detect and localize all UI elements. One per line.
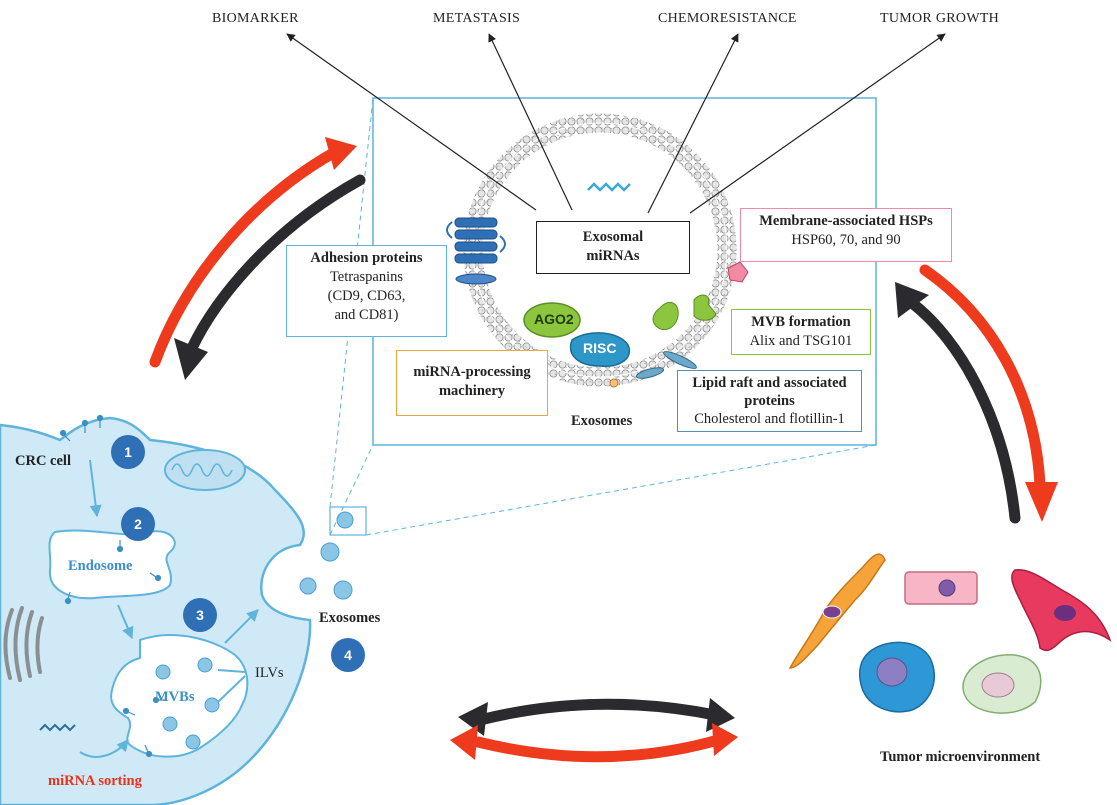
tumor-microenvironment-label: Tumor microenvironment <box>880 749 1041 765</box>
step-badge-3: 3 <box>183 598 217 632</box>
epithelial-cell-icon <box>904 571 978 605</box>
exosomal-mirnas-box: Exosomal miRNAs <box>536 221 690 274</box>
macrophage-icon <box>962 654 1042 714</box>
outcome-tumor-growth: TUMOR GROWTH <box>880 11 1000 26</box>
hsp-box: Membrane-associated HSPs HSP60, 70, and … <box>740 208 952 262</box>
ilvs-label: ILVs <box>255 665 284 681</box>
mitochondrion-icon <box>164 449 246 491</box>
caf-cell-icon <box>1011 569 1112 652</box>
step-badge-1: 1 <box>111 435 145 469</box>
mvb-formation-box: MVB formation Alix and TSG101 <box>731 309 871 355</box>
mvbs-label: MVBs <box>155 689 195 705</box>
adhesion-line2: (CD9, CD63, <box>327 287 406 304</box>
step-badge-2: 2 <box>121 507 155 541</box>
endosome-label: Endosome <box>68 558 133 574</box>
adhesion-line3: and CD81) <box>334 306 399 323</box>
lipid-title-line1: Lipid raft and associated <box>692 375 847 391</box>
alix-tsg101-icon <box>652 294 717 331</box>
mvb <box>110 634 249 758</box>
lipid-title-line2: proteins <box>744 393 795 410</box>
fibroblast-icon <box>788 553 886 669</box>
crc-cell-label: CRC cell <box>15 453 71 469</box>
mirna-processing-box: miRNA-processing machinery <box>396 350 548 416</box>
golgi-icon <box>3 606 44 682</box>
adhesion-proteins-box: Adhesion proteins Tetraspanins (CD9, CD6… <box>286 245 447 337</box>
zoom-lines <box>329 97 877 536</box>
immune-cell-blue-icon <box>859 641 935 713</box>
lipid-raft-box: Lipid raft and associated proteins Chole… <box>677 370 862 432</box>
pathway-arrows <box>79 459 259 758</box>
exosomal-mirnas-line1: Exosomal <box>582 229 644 245</box>
hsp-icon <box>727 261 749 283</box>
adhesion-title: Adhesion proteins <box>310 250 423 266</box>
exosomes-caption: Exosomes <box>571 413 633 429</box>
released-exosomes-label: Exosomes <box>319 610 381 626</box>
mirna-sorting-label: miRNA sorting <box>48 773 142 789</box>
risc-complex-icon <box>569 332 631 367</box>
membrane-receptors <box>59 414 165 758</box>
hsp-title: Membrane-associated HSPs <box>759 213 933 229</box>
step-badge-4: 4 <box>331 638 365 672</box>
hsp-line1: HSP60, 70, and 90 <box>791 231 901 248</box>
lipid-raft-icon <box>609 351 697 388</box>
tetraspanin-icon <box>446 217 506 285</box>
risc-label: RISC <box>583 340 617 356</box>
outcome-arrows <box>286 33 946 214</box>
processing-line1: miRNA-processing <box>413 364 531 380</box>
ilv-vesicles <box>155 657 220 750</box>
mirna-strand-icon <box>39 723 76 732</box>
ago2-protein-icon <box>523 302 581 338</box>
exosomal-mirna-strand-icon <box>587 182 631 192</box>
adhesion-line1: Tetraspanins <box>329 268 404 285</box>
feedback-arrows <box>149 137 1058 763</box>
released-exosomes <box>299 506 367 600</box>
tme-cells <box>788 553 1112 714</box>
mvb-formation-title: MVB formation <box>751 314 851 330</box>
mvb-formation-line1: Alix and TSG101 <box>749 332 853 349</box>
exosomal-mirnas-line2: miRNAs <box>586 247 640 264</box>
zoom-source-box <box>329 506 367 536</box>
outcome-biomarker: BIOMARKER <box>212 11 299 26</box>
ago2-label: AGO2 <box>534 311 574 327</box>
outcome-chemoresistance: CHEMORESISTANCE <box>658 11 797 26</box>
outcome-metastasis: METASTASIS <box>433 11 521 26</box>
processing-line2: machinery <box>438 382 506 399</box>
lipid-line1: Cholesterol and flotillin-1 <box>694 411 845 428</box>
